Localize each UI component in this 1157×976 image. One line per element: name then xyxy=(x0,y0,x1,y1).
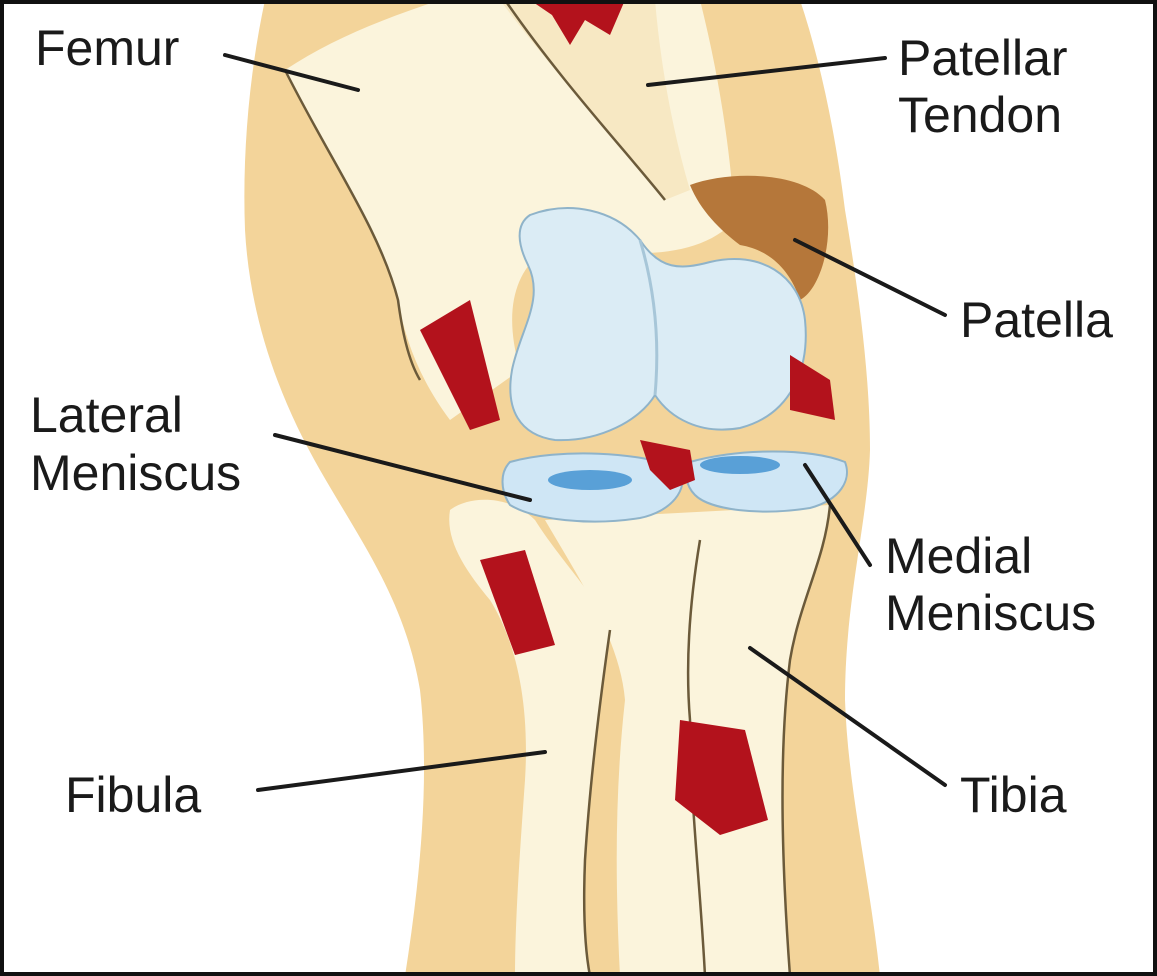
tibia-label: Tibia xyxy=(960,767,1067,823)
lateral-meniscus-label-line2: Meniscus xyxy=(30,445,241,501)
fibula-label: Fibula xyxy=(65,767,201,823)
patella-label: Patella xyxy=(960,292,1113,348)
lateral-meniscus-label-line1: Lateral xyxy=(30,387,183,443)
patellar-tendon-label-line1: Patellar xyxy=(898,30,1068,86)
lateral-meniscus-core xyxy=(548,470,632,490)
patellar-tendon-label-line2: Tendon xyxy=(898,87,1062,143)
medial-meniscus-label-line2: Meniscus xyxy=(885,585,1096,641)
medial-meniscus-label-line1: Medial xyxy=(885,528,1032,584)
medial-meniscus-core xyxy=(700,456,780,474)
femur-label: Femur xyxy=(35,20,179,76)
